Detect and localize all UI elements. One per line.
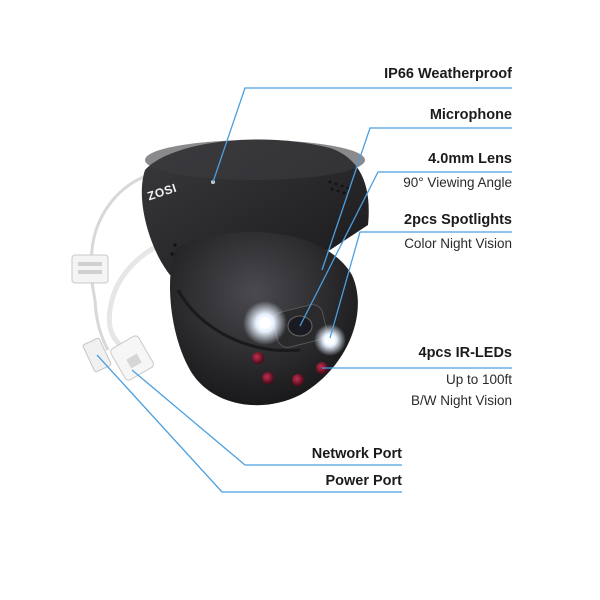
feature-ir-leds-title: 4pcs IR-LEDs	[418, 345, 512, 361]
feature-weatherproof-title: IP66 Weatherproof	[384, 66, 512, 82]
feature-spotlights-subtitle: Color Night Vision	[404, 236, 512, 251]
callout-lines	[96, 87, 512, 493]
network-connector	[110, 335, 154, 381]
feature-lens-subtitle: 90° Viewing Angle	[403, 175, 512, 190]
feature-microphone-title: Microphone	[429, 107, 512, 123]
feature-power-port-title: Power Port	[325, 473, 402, 489]
mic-holes	[328, 180, 350, 195]
feature-lens-title: 4.0mm Lens	[428, 151, 512, 167]
feature-spotlights-title: 2pcs Spotlights	[404, 212, 512, 228]
feature-ir-leds-subtitle2: B/W Night Vision	[410, 393, 512, 408]
cable-group	[71, 170, 171, 381]
feature-network-port-title: Network Port	[311, 446, 402, 462]
power-connector	[71, 254, 112, 373]
camera-housing	[141, 139, 369, 406]
feature-ir-leds-subtitle: Up to 100ft	[445, 372, 512, 387]
